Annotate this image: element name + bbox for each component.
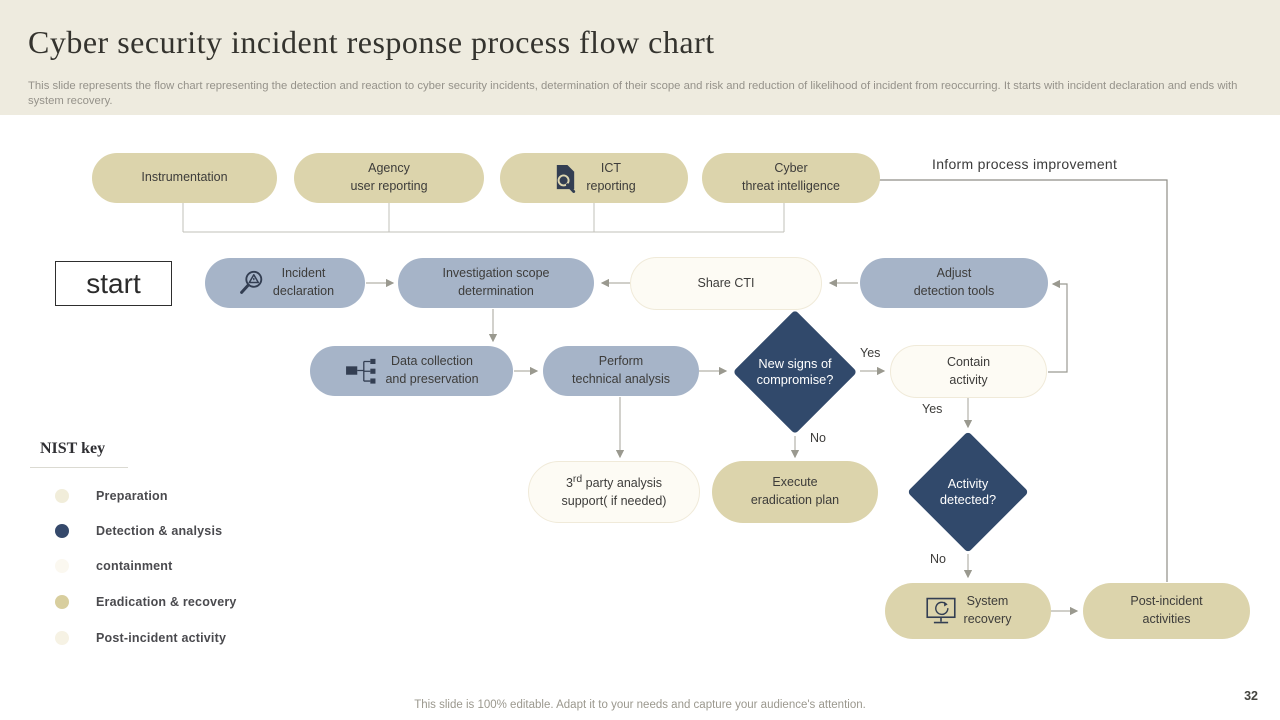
legend-label-eradication-recovery: Eradication & recovery — [96, 595, 237, 609]
legend-bullet-post-incident-activity — [55, 631, 69, 645]
node-incident-declaration-label: Incident declaration — [272, 266, 335, 298]
legend-item-detection-analysis: Detection & analysis — [55, 524, 222, 538]
start-label: start — [86, 267, 141, 299]
legend-label-containment: containment — [96, 559, 173, 573]
legend-title: NIST key — [40, 440, 106, 457]
node-third-party-analysis-label: 3rd party analysis support( if needed) — [561, 474, 667, 509]
start-node: start — [55, 261, 172, 306]
node-ict-reporting: ICT reporting — [500, 153, 688, 203]
node-share-cti-label: Share CTI — [697, 275, 755, 290]
connector-inform-improvement-loop — [870, 175, 1168, 582]
legend-label-detection-analysis: Detection & analysis — [96, 524, 223, 538]
node-adjust-detection-tools-label: Adjust detection tools — [913, 266, 995, 298]
node-agency-user-reporting-label: Agency user reporting — [350, 161, 428, 193]
legend-bullet-containment — [55, 559, 69, 573]
connector-contain-to-adjust-loop — [1048, 279, 1068, 373]
node-execute-eradication-plan-label: Execute eradication plan — [750, 475, 840, 507]
edge-label-no-compromise: No — [810, 431, 826, 445]
node-system-recovery-label: System recovery — [963, 594, 1012, 626]
node-share-cti: Share CTI — [630, 257, 822, 310]
node-adjust-detection-tools: Adjust detection tools — [860, 258, 1048, 308]
node-technical-analysis: Perform technical analysis — [543, 346, 699, 396]
legend-label-preparation: Preparation — [96, 489, 168, 503]
legend-bullet-preparation — [55, 489, 69, 503]
legend-item-eradication-recovery: Eradication & recovery — [55, 595, 237, 609]
node-contain-activity-label: Contain activity — [946, 354, 991, 387]
monitor-refresh-icon — [925, 597, 956, 624]
edge-label-inform-process-improvement: Inform process improvement — [932, 156, 1118, 172]
legend-item-containment: containment — [55, 559, 173, 573]
legend-label-post-incident-activity: Post-incident activity — [96, 631, 227, 645]
node-ict-reporting-label: ICT reporting — [586, 161, 636, 193]
connector-source-bus — [182, 203, 785, 233]
edge-label-yes-contain: Yes — [922, 402, 943, 416]
node-cyber-threat-intelligence: Cyber threat intelligence — [702, 153, 880, 203]
node-data-collection: Data collection and preservation — [310, 346, 513, 396]
node-instrumentation: Instrumentation — [92, 153, 277, 203]
magnifier-alert-icon — [240, 270, 263, 294]
page-title: Cyber security incident response process… — [28, 24, 715, 60]
node-system-recovery: System recovery — [885, 583, 1051, 639]
legend-bullet-detection-analysis — [55, 524, 69, 538]
node-data-collection-label: Data collection and preservation — [385, 354, 479, 386]
decision-new-signs-label: New signs of compromise? — [756, 356, 834, 388]
node-agency-user-reporting: Agency user reporting — [294, 153, 484, 203]
node-technical-analysis-label: Perform technical analysis — [572, 354, 670, 386]
node-third-party-analysis: 3rd party analysis support( if needed) — [528, 461, 700, 523]
header-band — [0, 0, 1280, 115]
node-contain-activity: Contain activity — [890, 345, 1047, 398]
node-incident-declaration: Incident declaration — [205, 258, 365, 308]
page-subtitle: This slide represents the flow chart rep… — [28, 80, 1238, 108]
legend-item-post-incident-activity: Post-incident activity — [55, 631, 226, 645]
edge-label-no-activity: No — [930, 552, 946, 566]
node-investigation-scope-label: Investigation scope determination — [442, 266, 550, 298]
footer-note: This slide is 100% editable. Adapt it to… — [414, 699, 866, 711]
page-number: 32 — [1244, 689, 1258, 703]
node-post-incident-activities-label: Post-incident activities — [1130, 594, 1203, 626]
legend-bullet-eradication-recovery — [55, 595, 69, 609]
decision-activity-detected-label: Activity detected? — [939, 476, 997, 508]
document-search-icon — [557, 164, 576, 193]
node-execute-eradication-plan: Execute eradication plan — [712, 461, 878, 523]
ordinal-superscript: rd — [572, 474, 583, 486]
node-investigation-scope: Investigation scope determination — [398, 258, 594, 308]
node-cyber-threat-intelligence-label: Cyber threat intelligence — [742, 161, 840, 193]
edge-label-yes-compromise: Yes — [860, 346, 881, 360]
node-instrumentation-label: Instrumentation — [141, 170, 228, 185]
data-network-icon — [346, 358, 376, 384]
node-post-incident-activities: Post-incident activities — [1083, 583, 1250, 639]
legend-item-preparation: Preparation — [55, 489, 168, 503]
legend-underline — [30, 467, 128, 468]
